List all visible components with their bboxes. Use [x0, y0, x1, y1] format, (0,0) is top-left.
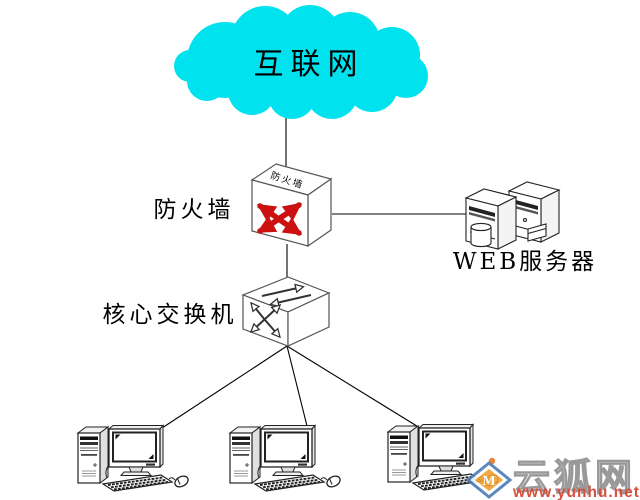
web-server-icon [464, 181, 561, 250]
firewall-label: 防火墙 [154, 197, 235, 223]
server-tower-front [464, 188, 518, 250]
web-server-label: WEB服务器 [453, 249, 597, 275]
workstation-2-icon [229, 424, 343, 492]
watermark: M 云狐网 www.yunhu.net [465, 454, 640, 500]
firewall-icon: 防火墙 [250, 163, 333, 248]
core-switch-icon [241, 276, 331, 347]
edge-switch-workstation2 [286, 345, 309, 431]
server-tower-rear [507, 181, 561, 243]
watermark-logo-letter: M [482, 474, 495, 488]
watermark-url: www.yunhu.net [512, 484, 640, 500]
internet-label: 互联网 [254, 47, 365, 82]
watermark-site-name: 云狐网 [513, 455, 636, 499]
internet-cloud-icon [174, 5, 428, 119]
edge-switch-workstation1 [158, 345, 288, 431]
edges [158, 112, 466, 431]
workstation-1-icon [77, 424, 191, 492]
core-switch-label: 核心交换机 [103, 302, 238, 328]
firewall-cross-arrows-icon [256, 202, 303, 236]
switch-arrows-icon [249, 283, 312, 339]
watermark-logo-inner [475, 469, 503, 491]
edge-switch-workstation3 [286, 345, 421, 429]
